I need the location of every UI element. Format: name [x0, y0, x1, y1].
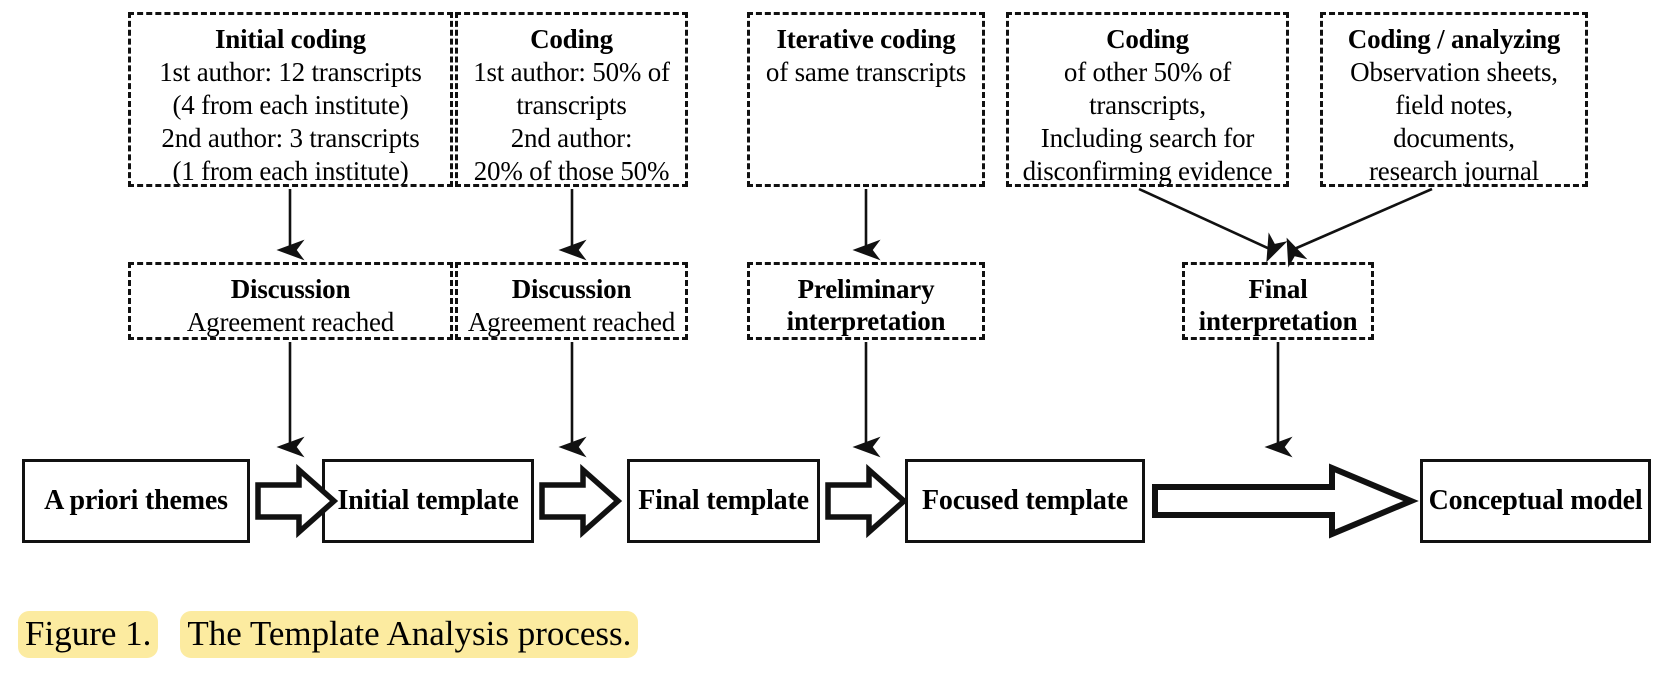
caption-text: The Template Analysis process. — [180, 611, 639, 658]
node-title: Discussion — [511, 274, 632, 304]
node-title: Final template — [638, 484, 809, 516]
node-line: (1 from each institute) — [172, 155, 409, 186]
node-initial-template: Initial template — [322, 459, 534, 543]
node-title-line2: interpretation — [1198, 306, 1358, 337]
block-arrow-initial-to-final-template — [539, 463, 623, 539]
node-line: documents, — [1393, 122, 1515, 153]
node-line: transcripts — [516, 89, 627, 120]
node-title: Final — [1248, 274, 1308, 304]
node-line: of same transcripts — [765, 56, 967, 87]
node-line: field notes, — [1395, 89, 1513, 120]
node-coding-first-half: Coding 1st author: 50% of transcripts 2n… — [455, 12, 688, 187]
node-title: Coding — [1106, 24, 1189, 54]
node-title: Discussion — [230, 274, 351, 304]
node-final-template: Final template — [627, 459, 820, 543]
node-title: Coding / analyzing — [1347, 24, 1561, 54]
node-title: Conceptual model — [1428, 484, 1643, 516]
node-line: 2nd author: 3 transcripts — [161, 122, 420, 153]
node-line: Agreement reached — [467, 306, 676, 337]
node-line: Including search for — [1040, 122, 1255, 153]
node-line: transcripts, — [1089, 89, 1206, 120]
node-coding-other-half: Coding of other 50% of transcripts, Incl… — [1006, 12, 1289, 187]
node-line: 20% of those 50% — [473, 155, 670, 186]
node-iterative-coding: Iterative coding of same transcripts — [747, 12, 985, 187]
node-line: 1st author: 50% of — [473, 56, 670, 87]
node-title-line2: interpretation — [786, 306, 946, 337]
node-title: Focused template — [922, 484, 1128, 516]
node-focused-template: Focused template — [905, 459, 1145, 543]
node-title: Iterative coding — [776, 24, 956, 54]
figure-caption: Figure 1. The Template Analysis process. — [18, 611, 639, 658]
node-line: research journal — [1369, 155, 1539, 186]
node-discussion-1: Discussion Agreement reached — [128, 262, 453, 340]
node-line: Observation sheets, — [1350, 56, 1558, 87]
node-discussion-2: Discussion Agreement reached — [455, 262, 688, 340]
node-line: 2nd author: — [510, 122, 633, 153]
node-line: disconfirming evidence — [1022, 155, 1273, 186]
node-line: 1st author: 12 transcripts — [159, 56, 422, 87]
node-title: Preliminary — [797, 274, 935, 304]
node-conceptual-model: Conceptual model — [1420, 459, 1651, 543]
node-title: A priori themes — [44, 484, 228, 516]
node-title: Initial coding — [215, 24, 366, 54]
node-preliminary-interpretation: Preliminary interpretation — [747, 262, 985, 340]
caption-label: Figure 1. — [18, 611, 159, 658]
node-final-interpretation: Final interpretation — [1182, 262, 1374, 340]
block-arrow-focused-to-conceptual-model — [1152, 463, 1419, 539]
block-arrow-final-to-focused-template — [825, 463, 909, 539]
node-title: Initial template — [337, 484, 519, 516]
node-title: Coding — [530, 24, 613, 54]
arrow-coding-analyzing-to-final-interpretation — [1286, 187, 1433, 268]
node-line: (4 from each institute) — [172, 89, 409, 120]
node-line: of other 50% of — [1063, 56, 1232, 87]
arrow-coding-other-half-to-final-interpretation — [1138, 187, 1288, 263]
node-a-priori-themes: A priori themes — [22, 459, 250, 543]
node-initial-coding: Initial coding 1st author: 12 transcript… — [128, 12, 453, 187]
node-line: Agreement reached — [186, 306, 395, 337]
node-coding-analyzing: Coding / analyzing Observation sheets, f… — [1320, 12, 1588, 187]
